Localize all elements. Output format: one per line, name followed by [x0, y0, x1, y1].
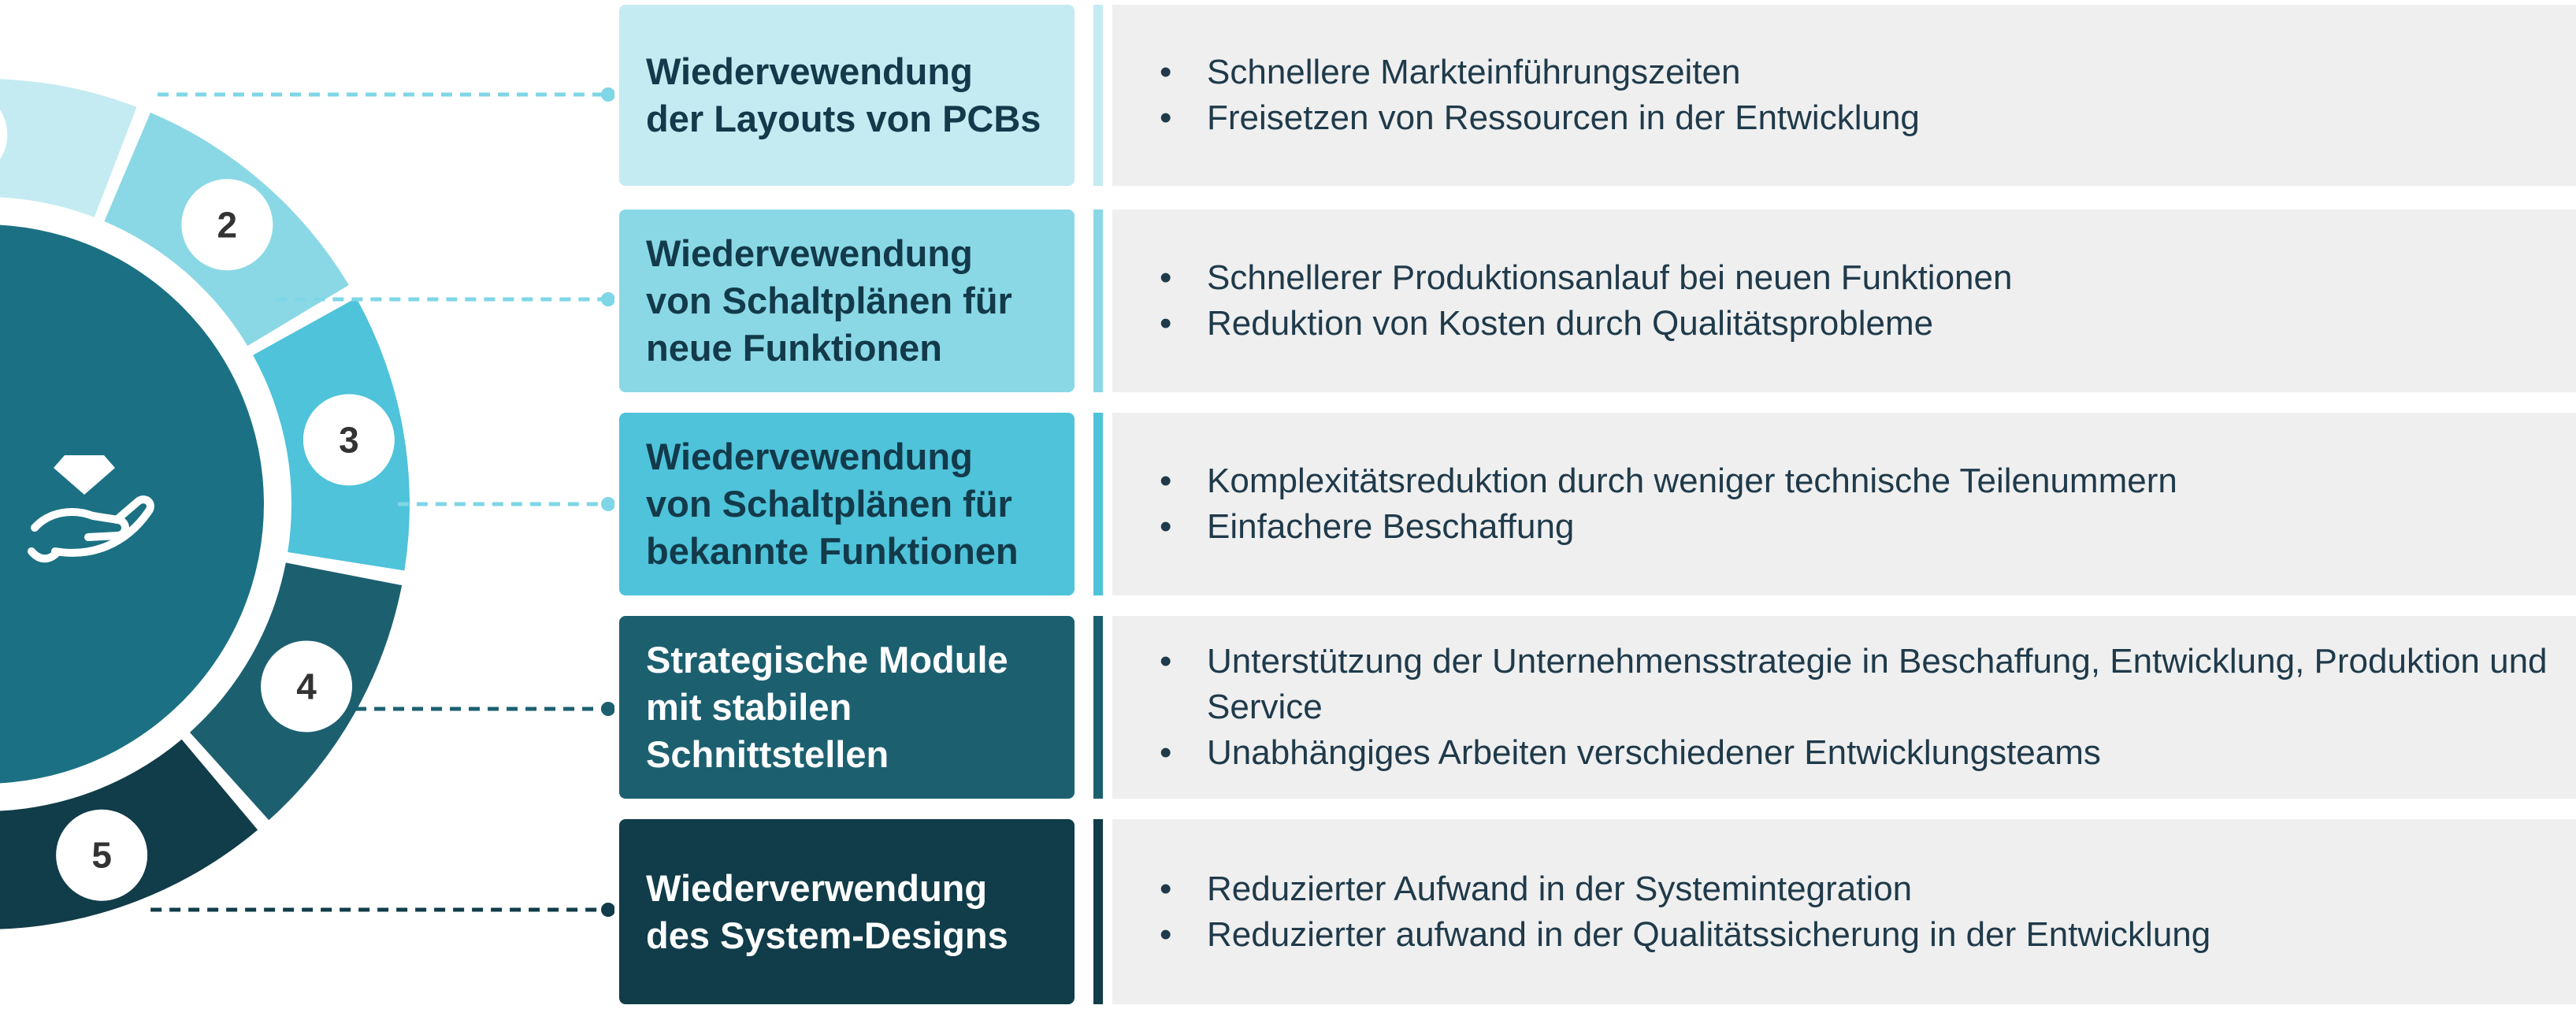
benefit-bullet: Schnellere Markteinführungszeiten [1160, 50, 2576, 95]
benefit-bullet: Komplexitätsreduktion durch weniger tech… [1160, 458, 2576, 504]
segment-badge-1: 1 [0, 109, 8, 160]
benefit-bullet: Reduzierter Aufwand in der Systemintegra… [1160, 866, 2576, 912]
connector-dot-2 [601, 292, 614, 306]
row-benefits-panel: Komplexitätsreduktion durch weniger tech… [1112, 413, 2576, 595]
segment-number-5: 5 [91, 835, 112, 876]
benefit-bullet: Schnellerer Produktionsanlauf bei neuen … [1160, 255, 2576, 301]
segment-badge-3: 3 [303, 394, 395, 486]
segment-number-3: 3 [339, 419, 359, 460]
benefit-bullet: Einfachere Beschaffung [1160, 504, 2576, 550]
row-benefits-panel: Schnellere MarkteinführungszeitenFreiset… [1112, 5, 2576, 186]
process-wheel: 1 2 3 4 5 [0, 79, 614, 929]
benefit-bullet: Unterstützung der Unternehmensstrategie … [1160, 639, 2576, 730]
benefit-row: Wiederverwendung des System-DesignsReduz… [614, 819, 2576, 1004]
benefit-bullet: Unabhängiges Arbeiten verschiedener Entw… [1160, 730, 2576, 776]
row-benefits-panel: Schnellerer Produktionsanlauf bei neuen … [1112, 210, 2576, 392]
segment-number-4: 4 [296, 666, 317, 707]
row-separator [1093, 5, 1103, 186]
benefit-row: Wiedervewendung von Schaltplänen für bek… [614, 413, 2576, 595]
benefit-bullet: Reduktion von Kosten durch Qualitätsprob… [1160, 301, 2576, 347]
connector-dot-1 [601, 87, 614, 102]
connector-dot-4 [601, 702, 614, 716]
row-separator [1093, 413, 1103, 595]
row-title: Wiederverwendung des System-Designs [646, 866, 1008, 956]
segment-badge-4: 4 [261, 640, 353, 733]
row-title: Wiedervewendung von Schaltplänen für bek… [646, 436, 1019, 572]
benefit-row: Wiedervewendung der Layouts von PCBs Schn… [614, 5, 2576, 186]
row-title-box: Wiedervewendung von Schaltplänen für bek… [619, 413, 1075, 595]
connector-dot-3 [601, 497, 614, 511]
row-title: Strategische Module mit stabilen Schnitt… [646, 639, 1008, 775]
row-title-box: Wiedervewendung von Schaltplänen für neu… [619, 210, 1075, 392]
segment-badge-2: 2 [181, 179, 273, 271]
row-title: Wiedervewendung von Schaltplänen für neu… [646, 232, 1012, 369]
row-title: Wiedervewendung der Layouts von PCBs [646, 50, 1041, 139]
benefit-row: Wiedervewendung von Schaltplänen für neu… [614, 210, 2576, 392]
benefit-row: Strategische Module mit stabilen Schnitt… [614, 616, 2576, 799]
connector-dot-5 [601, 903, 614, 917]
row-title-box: Wiederverwendung des System-Designs [619, 819, 1075, 1004]
row-separator [1093, 819, 1103, 1004]
diamond-on-hand-icon [28, 455, 154, 563]
row-benefits-panel: Reduzierter Aufwand in der Systemintegra… [1112, 819, 2576, 1004]
segment-number-2: 2 [217, 204, 238, 245]
row-title-box: Wiedervewendung der Layouts von PCBs [619, 5, 1075, 186]
row-separator [1093, 616, 1103, 799]
row-benefits-panel: Unterstützung der Unternehmensstrategie … [1112, 616, 2576, 799]
benefit-bullet: Freisetzen von Ressourcen in der Entwick… [1160, 95, 2576, 141]
segment-badge-5: 5 [56, 809, 148, 901]
row-separator [1093, 210, 1103, 392]
benefit-bullet: Reduzierter aufwand in der Qualitätssich… [1160, 912, 2576, 958]
row-title-box: Strategische Module mit stabilen Schnitt… [619, 616, 1075, 799]
ring-segment-1 [0, 79, 137, 217]
